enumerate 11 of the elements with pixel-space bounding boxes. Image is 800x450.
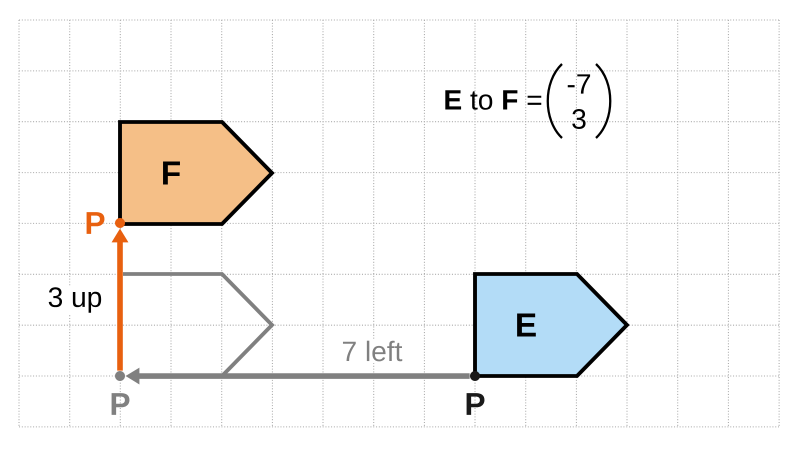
point-dot <box>470 371 480 381</box>
edge-label: 3 up <box>48 287 102 313</box>
vector-entry: 3 <box>572 109 586 129</box>
point-label: P <box>86 212 104 234</box>
vector-entry: -7 <box>568 74 590 94</box>
edge-label: 7 left <box>342 340 402 362</box>
point-dot <box>115 371 125 381</box>
point-label: P <box>466 393 484 415</box>
equation-text: E to F = <box>445 90 542 110</box>
point-label: P <box>112 393 130 415</box>
point-dot <box>115 218 125 228</box>
